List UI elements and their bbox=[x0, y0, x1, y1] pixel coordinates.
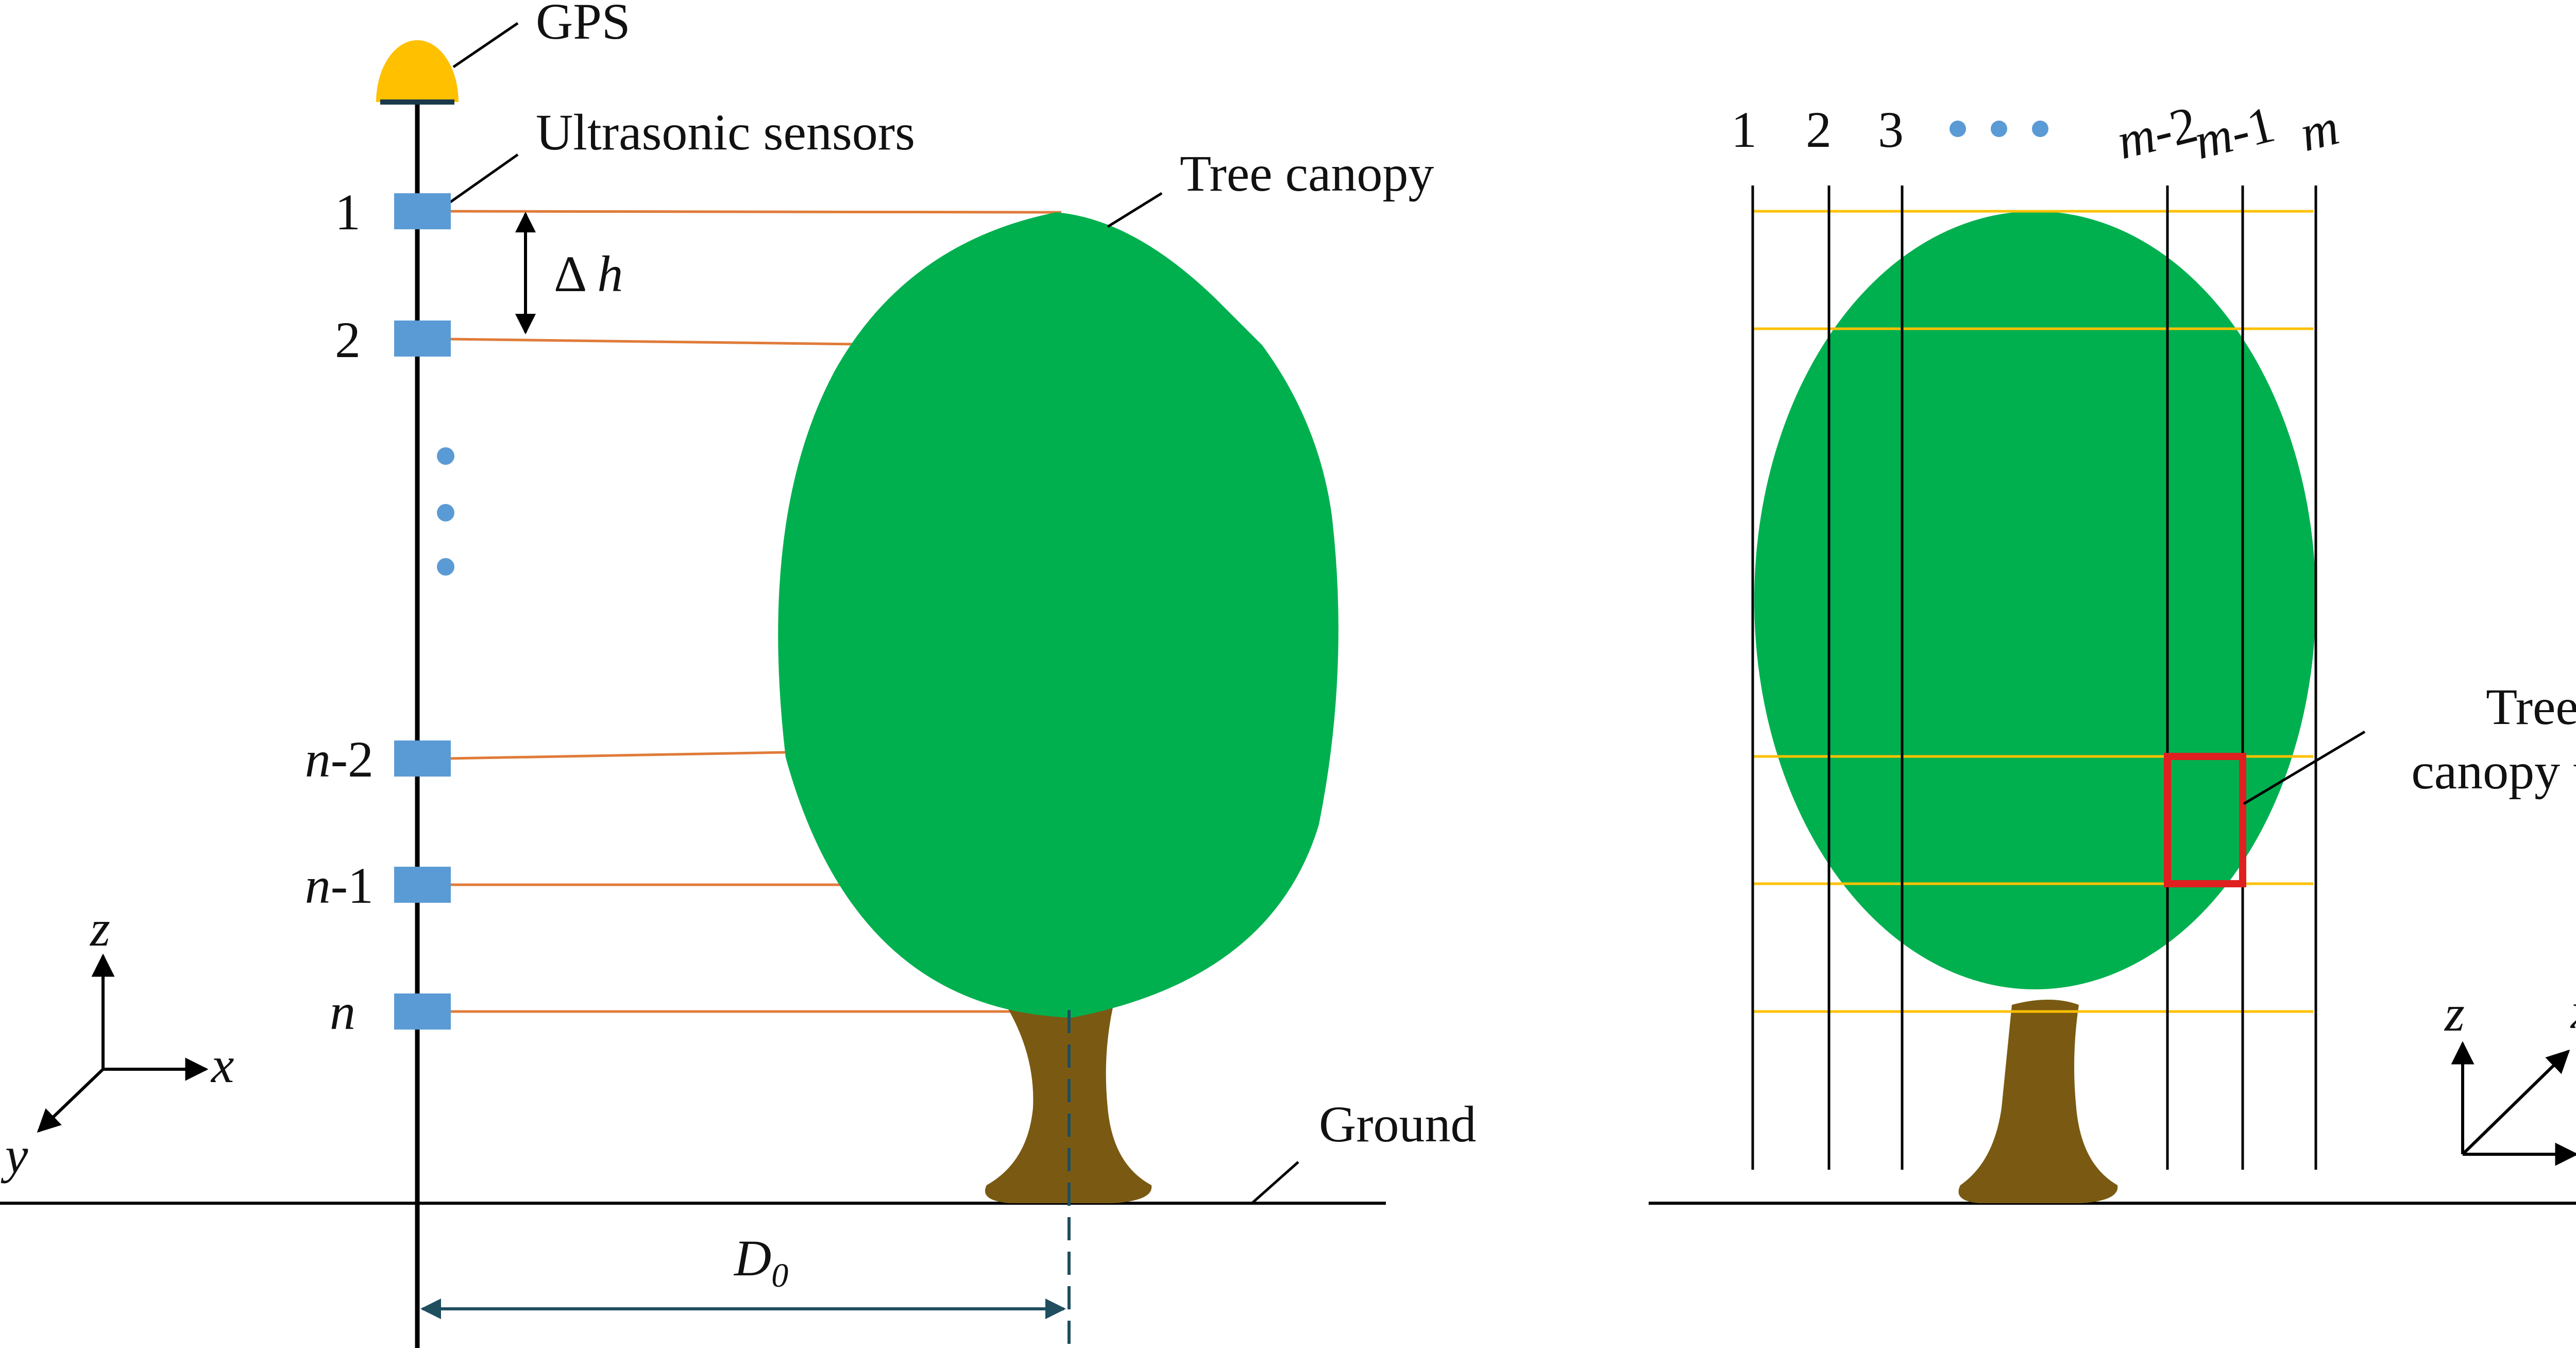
axis-right-x: x bbox=[2570, 982, 2576, 1039]
tree-canopy-label: Tree canopy bbox=[1180, 145, 1434, 202]
beam-2 bbox=[448, 338, 856, 346]
sensor-label-n-2: n-2 bbox=[305, 731, 374, 788]
axis-right-z: z bbox=[2444, 985, 2465, 1042]
ultrasonic-sensors-label: Ultrasonic sensors bbox=[536, 104, 915, 161]
column-label-3: 3 bbox=[1878, 101, 1904, 158]
canopy-leader bbox=[1107, 192, 1163, 228]
ground-leader bbox=[1251, 1161, 1299, 1204]
axes-right bbox=[2451, 1041, 2576, 1166]
gps-leader bbox=[452, 22, 519, 69]
column-label-m-2: m-2 bbox=[2111, 95, 2203, 170]
sensor-2 bbox=[394, 321, 451, 357]
beam-1 bbox=[448, 210, 1062, 214]
axes-left bbox=[37, 953, 209, 1133]
beam-n-2 bbox=[448, 751, 786, 760]
tree-trunk bbox=[985, 1002, 1152, 1203]
column-lines bbox=[1751, 186, 2317, 1170]
axis-left-x: x bbox=[210, 1036, 234, 1093]
sensor-n-2 bbox=[394, 740, 451, 777]
left-panel: Ground GPS Ultrasonic sensors bbox=[0, 0, 1477, 1348]
sensor-1 bbox=[394, 193, 451, 229]
ground-label: Ground bbox=[1319, 1096, 1477, 1153]
sensor-n bbox=[394, 993, 451, 1030]
canopy-unit-leader bbox=[2243, 730, 2366, 805]
sensor-label-n-1: n-1 bbox=[305, 857, 374, 914]
sensor-n-1 bbox=[394, 867, 451, 903]
axis-left-y: y bbox=[1, 1126, 28, 1184]
column-label-1: 1 bbox=[1731, 101, 1757, 158]
column-label-m-1: m-1 bbox=[2189, 95, 2280, 170]
column-ellipsis-dots bbox=[1950, 121, 2048, 137]
ultrasonic-beams bbox=[448, 210, 1062, 1013]
gps-label: GPS bbox=[536, 0, 630, 50]
canopy-unit-label-line2: canopy unit bbox=[2411, 743, 2576, 800]
d0-label: D0 bbox=[733, 1229, 788, 1294]
sensor-label-1: 1 bbox=[335, 183, 361, 241]
tree-trunk-right bbox=[1958, 1000, 2118, 1203]
sensor-label-2: 2 bbox=[335, 311, 361, 368]
ultrasonic-sensors bbox=[394, 193, 451, 1030]
right-panel: 1 2 3 m-2 m-1 m Tree canopy unit z x y bbox=[1649, 95, 2576, 1205]
canopy-unit-box bbox=[2164, 753, 2246, 887]
canopy-unit-label-line1: Tree bbox=[2486, 678, 2576, 735]
axis-left-z: z bbox=[89, 900, 110, 957]
column-label-2: 2 bbox=[1806, 101, 1832, 158]
sensor-ellipsis-dots bbox=[437, 447, 454, 576]
sensors-leader bbox=[447, 153, 519, 205]
sensor-label-n: n bbox=[330, 983, 355, 1040]
column-label-m: m bbox=[2294, 98, 2344, 162]
tree-canopy bbox=[778, 212, 1338, 1018]
tree-canopy-right bbox=[1754, 211, 2316, 989]
gps-icon bbox=[376, 40, 459, 102]
